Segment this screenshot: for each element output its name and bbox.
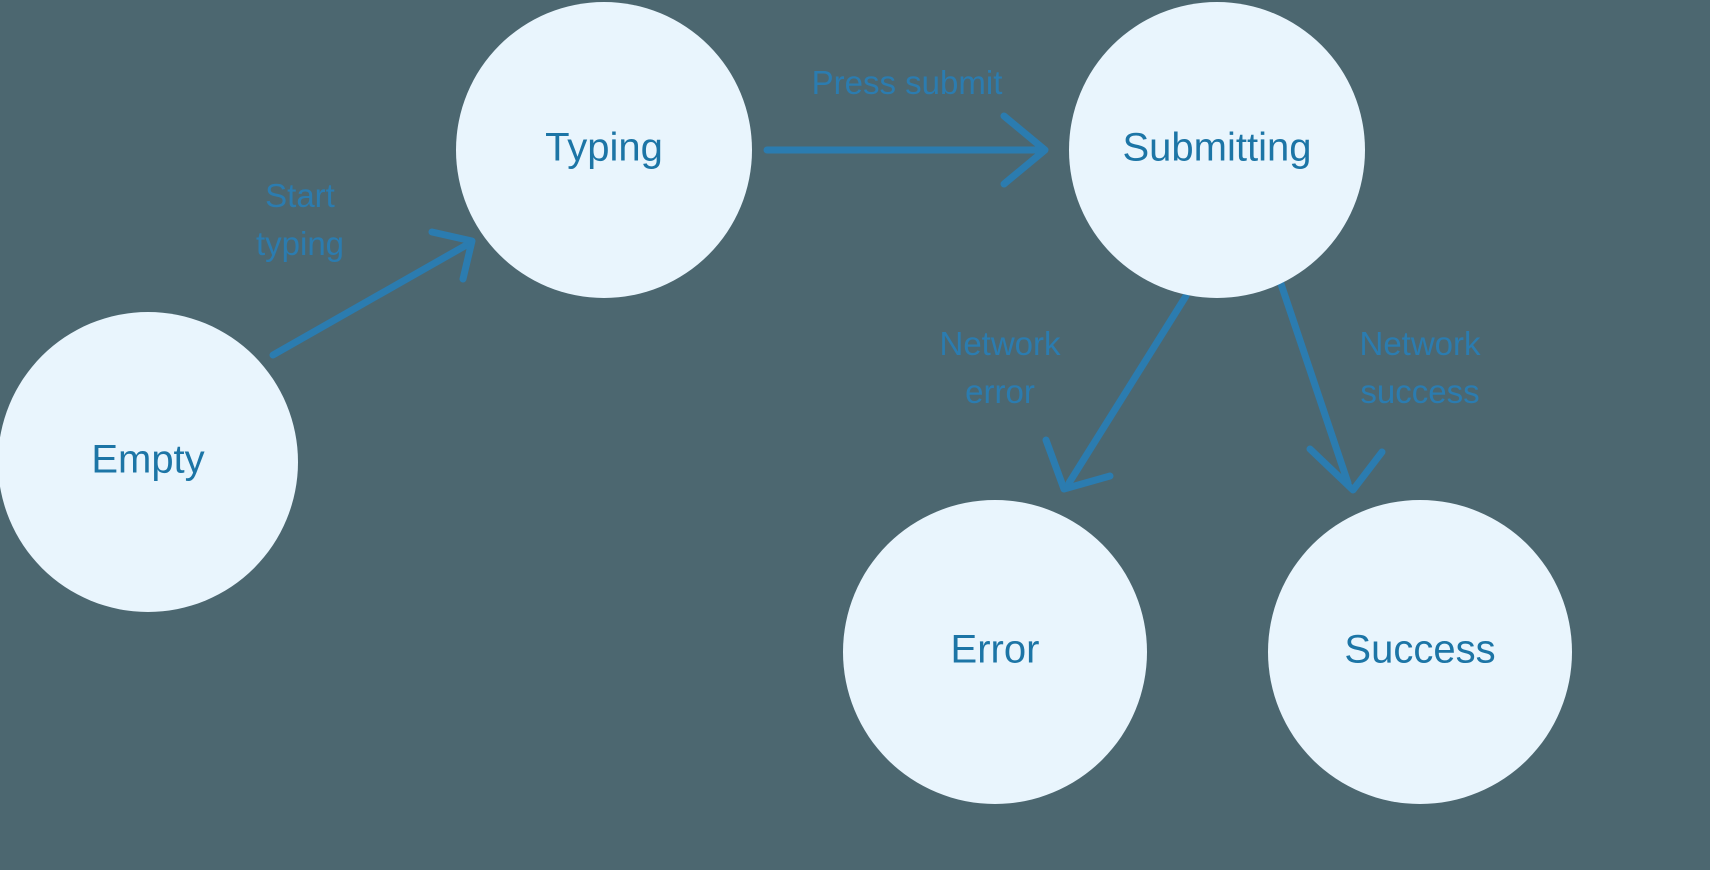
edge-submitting-to-success-line	[1276, 277, 1352, 487]
node-error[interactable]: Error	[843, 500, 1147, 804]
edge-label-network-error-line1: Network	[939, 325, 1061, 362]
node-empty[interactable]: Empty	[0, 312, 298, 612]
node-submitting-label: Submitting	[1123, 126, 1312, 170]
node-empty-circle[interactable]	[0, 312, 298, 612]
edge-submitting-to-error	[1042, 292, 1190, 493]
edge-empty-to-typing	[269, 228, 476, 359]
edge-label-start-typing: Start typing	[256, 177, 344, 262]
edge-label-network-success-line1: Network	[1359, 325, 1481, 362]
node-typing-circle[interactable]	[456, 2, 752, 298]
edge-label-start-typing-line2: typing	[256, 225, 344, 262]
edge-typing-to-submitting-arrowhead	[1000, 112, 1049, 188]
edge-submitting-to-success-arrowhead	[1306, 445, 1386, 494]
edge-submitting-to-success	[1276, 277, 1386, 494]
node-typing[interactable]: Typing	[456, 2, 752, 298]
edge-label-network-success: Network success	[1359, 325, 1481, 410]
edge-label-start-typing-line1: Start	[265, 177, 335, 214]
node-error-circle[interactable]	[843, 500, 1147, 804]
edge-typing-to-submitting	[763, 112, 1049, 188]
node-error-label: Error	[951, 628, 1040, 672]
edge-label-press-submit-line1: Press submit	[812, 64, 1003, 101]
edge-submitting-to-error-arrowhead	[1042, 436, 1114, 493]
node-success-label: Success	[1344, 628, 1495, 672]
edge-label-network-error-line2: error	[965, 373, 1035, 410]
node-submitting[interactable]: Submitting	[1069, 2, 1365, 298]
edge-empty-to-typing-arrowhead	[428, 228, 476, 283]
edge-empty-to-typing-line	[269, 239, 474, 359]
node-success[interactable]: Success	[1268, 500, 1572, 804]
node-submitting-circle[interactable]	[1069, 2, 1365, 298]
node-success-circle[interactable]	[1268, 500, 1572, 804]
node-typing-label: Typing	[545, 126, 663, 170]
edge-label-press-submit: Press submit	[812, 64, 1003, 101]
edge-submitting-to-error-line	[1065, 292, 1190, 487]
node-empty-label: Empty	[91, 438, 204, 482]
edge-label-network-success-line2: success	[1360, 373, 1479, 410]
edge-label-network-error: Network error	[939, 325, 1061, 410]
